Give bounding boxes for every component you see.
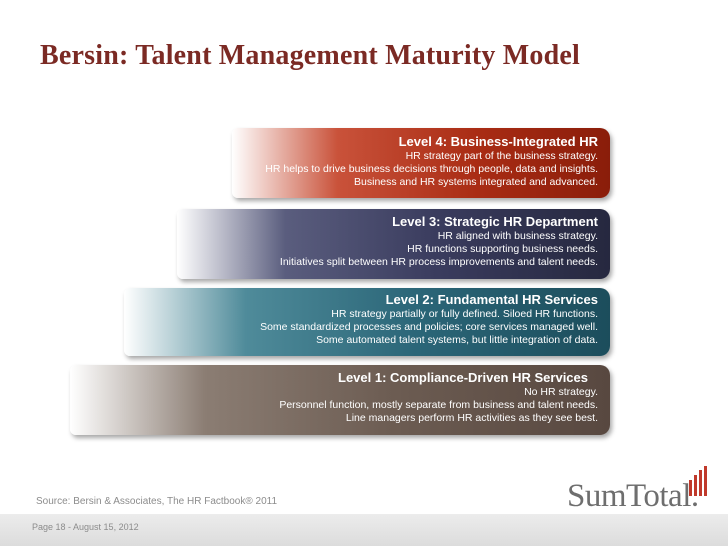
- sumtotal-bars-logo-icon: [689, 466, 707, 496]
- level-1-line-2: Personnel function, mostly separate from…: [279, 399, 598, 411]
- sumtotal-logo: SumTotal.: [567, 466, 717, 516]
- level-2-heading: Level 2: Fundamental HR Services: [385, 292, 598, 307]
- level-3-line-1: HR aligned with business strategy.: [437, 230, 598, 242]
- slide-title: Bersin: Talent Management Maturity Model: [40, 40, 580, 71]
- level-4-step: Level 4: Business-Integrated HR HR strat…: [232, 128, 610, 198]
- level-1-line-1: No HR strategy.: [524, 386, 598, 398]
- level-1-step: Level 1: Compliance-Driven HR Services N…: [70, 365, 610, 435]
- level-4-heading: Level 4: Business-Integrated HR: [398, 134, 598, 149]
- level-2-step: Level 2: Fundamental HR Services HR stra…: [124, 288, 610, 356]
- level-4-line-1: HR strategy part of the business strateg…: [405, 150, 598, 162]
- level-3-step: Level 3: Strategic HR Department HR alig…: [177, 209, 610, 279]
- level-3-heading: Level 3: Strategic HR Department: [392, 214, 598, 229]
- level-4-line-3: Business and HR systems integrated and a…: [354, 176, 598, 188]
- level-2-line-3: Some automated talent systems, but littl…: [316, 334, 598, 346]
- level-1-heading: Level 1: Compliance-Driven HR Services: [338, 370, 588, 385]
- level-3-line-2: HR functions supporting business needs.: [407, 243, 598, 255]
- level-3-line-3: Initiatives split between HR process imp…: [279, 256, 598, 268]
- level-2-line-1: HR strategy partially or fully defined. …: [331, 308, 598, 320]
- logo-text: SumTotal.: [567, 478, 699, 514]
- level-4-line-2: HR helps to drive business decisions thr…: [265, 163, 598, 175]
- level-1-line-3: Line managers perform HR activities as t…: [345, 412, 598, 424]
- source-citation: Source: Bersin & Associates, The HR Fact…: [36, 496, 278, 507]
- footer-bar: [0, 514, 728, 546]
- level-2-line-2: Some standardized processes and policies…: [260, 321, 598, 333]
- page-number-date: Page 18 - August 15, 2012: [32, 522, 139, 532]
